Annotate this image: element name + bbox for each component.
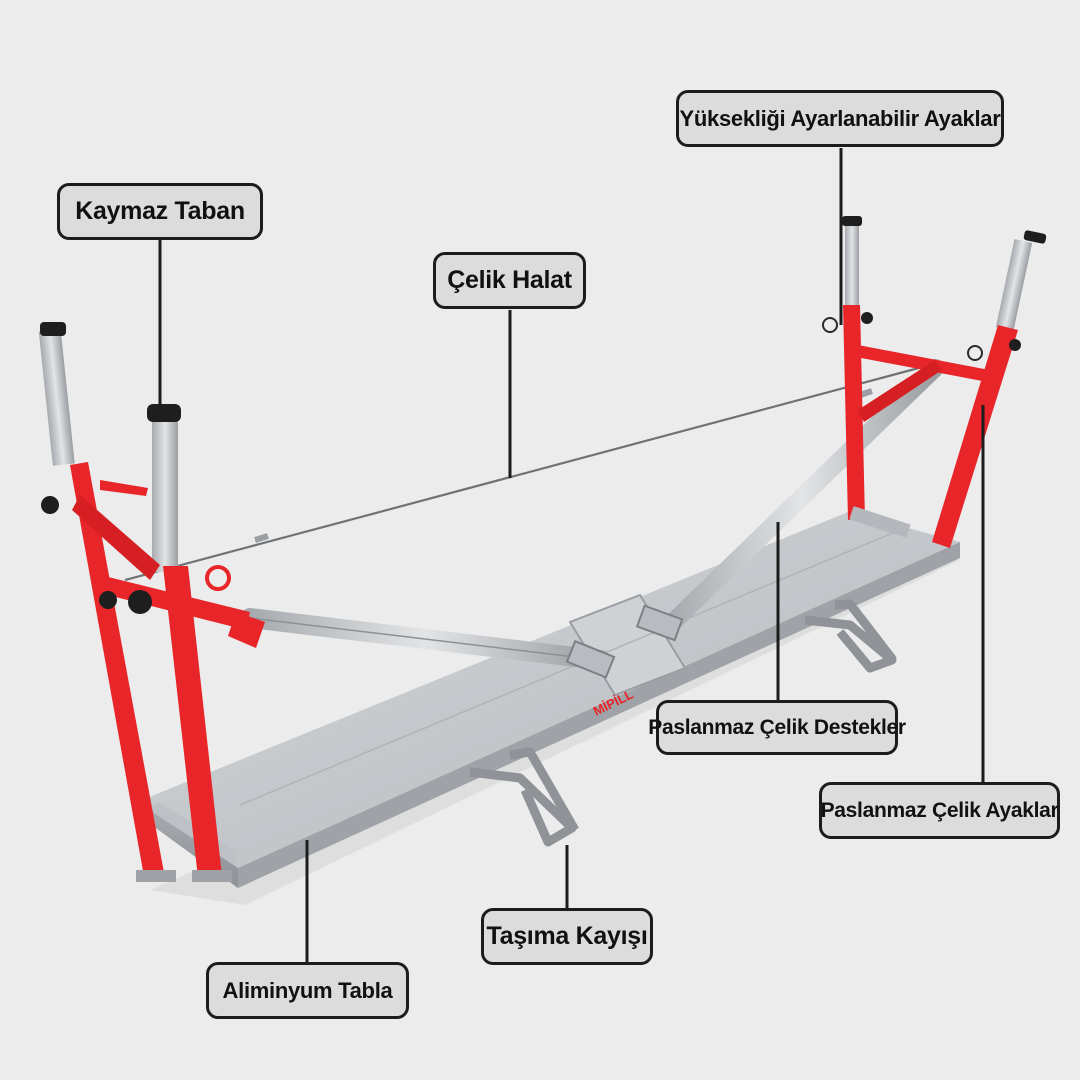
callout-tasima-kayisi: Taşıma Kayışı xyxy=(481,908,653,965)
carrying-strap-front xyxy=(469,747,579,847)
callout-label: Paslanmaz Çelik Destekler xyxy=(648,715,906,739)
leader-lines xyxy=(158,148,985,962)
left-frame xyxy=(38,322,265,882)
callout-yukseklik-ayaklar: Yüksekliği Ayarlanabilir Ayaklar xyxy=(676,90,1004,147)
callout-aliminyum-tabla: Aliminyum Tabla xyxy=(206,962,409,1019)
callout-celik-halat: Çelik Halat xyxy=(433,252,586,309)
callout-label: Paslanmaz Çelik Ayaklar xyxy=(820,798,1059,822)
callout-paslanmaz-destekler: Paslanmaz Çelik Destekler xyxy=(648,700,906,755)
callout-label: Yüksekliği Ayarlanabilir Ayaklar xyxy=(679,105,1001,131)
carrying-strap-back xyxy=(804,599,897,673)
callout-label: Çelik Halat xyxy=(447,266,572,294)
right-frame xyxy=(822,216,1047,548)
stainless-supports xyxy=(240,359,944,679)
callout-label: Taşıma Kayışı xyxy=(486,922,648,950)
callout-paslanmaz-ayaklar: Paslanmaz Çelik Ayaklar xyxy=(819,782,1060,839)
callout-kaymaz-taban: Kaymaz Taban xyxy=(57,183,263,240)
callout-label: Kaymaz Taban xyxy=(75,197,245,225)
callout-label: Aliminyum Tabla xyxy=(222,977,393,1003)
